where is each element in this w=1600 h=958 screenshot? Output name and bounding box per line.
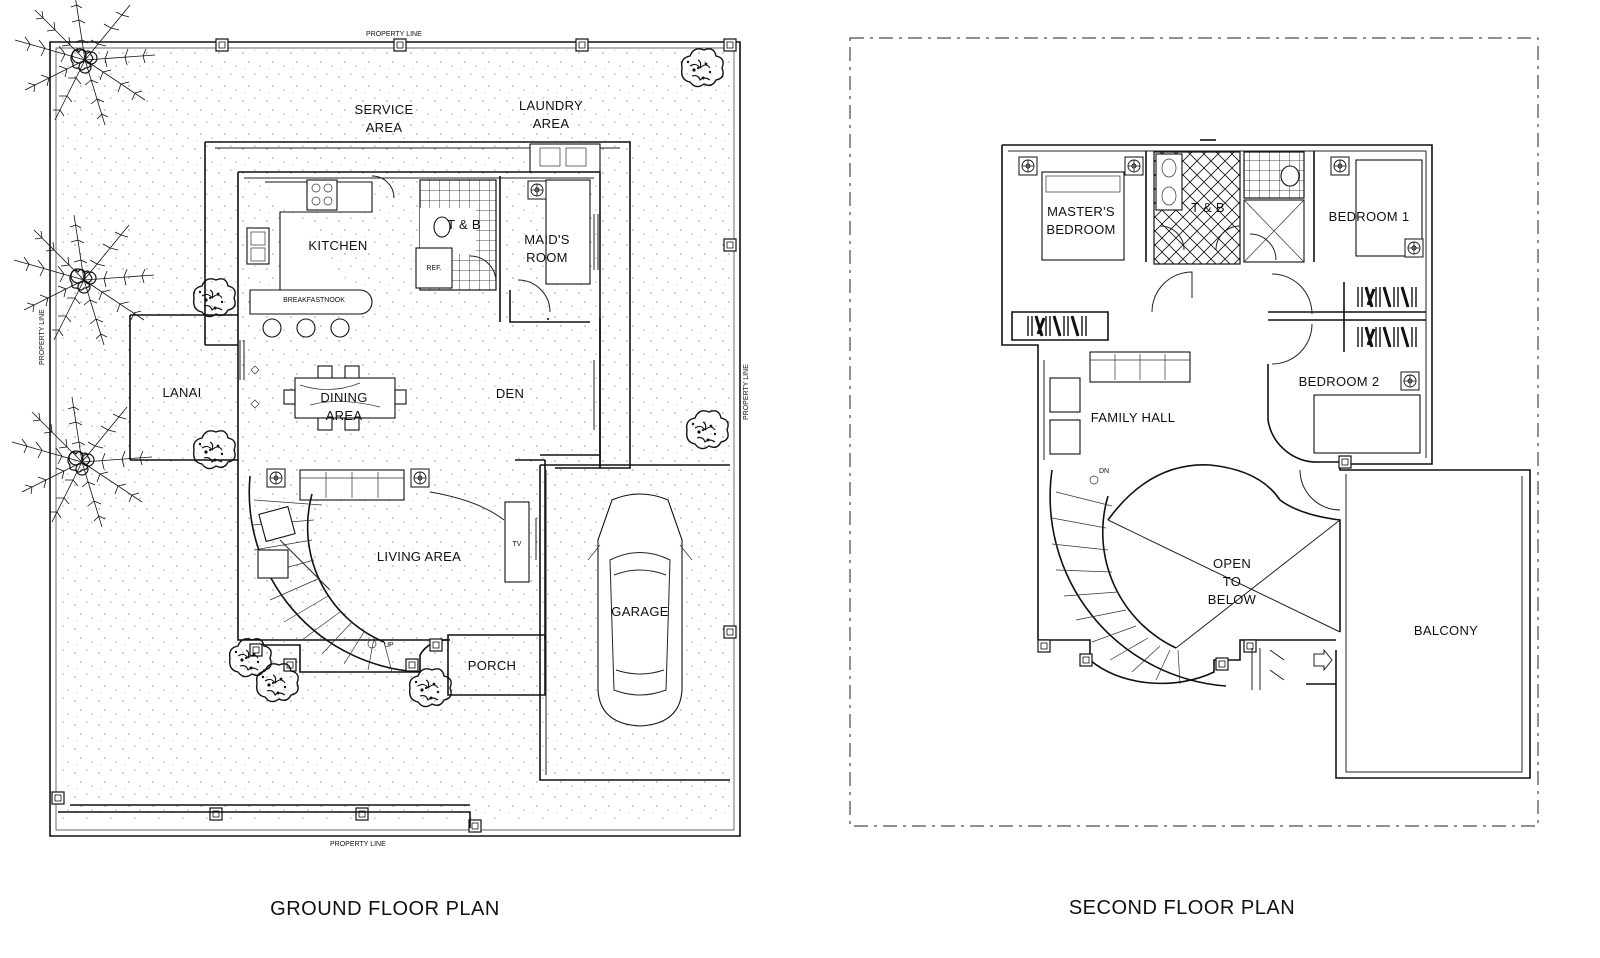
bedroom2-bed [1313, 394, 1421, 454]
parked-car [587, 493, 693, 727]
armchair-2 [257, 549, 289, 579]
laundry-area-label-2: AREA [533, 116, 570, 131]
den-wall-lamps [250, 365, 260, 409]
laundry-sink [529, 143, 601, 173]
living-area-label: LIVING AREA [377, 549, 461, 564]
open-to-below-label-2: TO [1223, 574, 1241, 589]
maids-bed [545, 179, 591, 285]
breakfast-nook-counter [249, 289, 373, 315]
refrigerator [415, 247, 453, 289]
property-line-label-top: PROPERTY LINE [366, 31, 422, 38]
maids-room-label-2: ROOM [526, 250, 568, 265]
stair-up-label: UP [384, 642, 394, 649]
kitchen-label: KITCHEN [308, 238, 367, 253]
service-area-label-1: SERVICE [355, 102, 414, 117]
nook-stools [262, 318, 350, 338]
tv-cabinet [504, 501, 530, 583]
bedroom2-closet [1356, 325, 1418, 349]
dining-area-label-2: AREA [326, 408, 363, 423]
master-closet [1026, 314, 1088, 338]
second-property-line [849, 37, 1539, 827]
balcony-label: BALCONY [1414, 623, 1478, 638]
service-area-label-2: AREA [366, 120, 403, 135]
ground-floor-plan: PROPERTY LINE PROPERTY LINE PROPERTY LIN… [11, 0, 750, 920]
porch-label: PORCH [468, 658, 516, 673]
property-line-label-bottom: PROPERTY LINE [330, 841, 386, 848]
garage-label: GARAGE [611, 604, 668, 619]
second-tb-label: T & B [1191, 200, 1225, 215]
maids-room-label-1: MAID'S [524, 232, 569, 247]
tv-label: TV [513, 541, 522, 548]
laundry-area-label-1: LAUNDRY [519, 98, 583, 113]
ground-property-line [49, 41, 741, 837]
master-bed [1041, 171, 1125, 261]
ground-floor-title: GROUND FLOOR PLAN [270, 898, 500, 920]
second-curved-stair [1049, 469, 1227, 687]
kitchen-stove [306, 179, 338, 211]
open-to-below-label-1: OPEN [1213, 556, 1251, 571]
kitchen-sink [246, 227, 270, 265]
second-floor-plan: MASTER'S BEDROOM T & B BEDROOM 1 BEDROOM… [849, 37, 1539, 919]
family-chair-1 [1049, 377, 1081, 413]
stair-down-label: DN [1099, 468, 1109, 475]
ground-tb-label: T & B [447, 217, 481, 232]
den-label: DEN [496, 386, 524, 401]
family-hall-label: FAMILY HALL [1091, 410, 1175, 425]
masters-bedroom-label-1: MASTER'S [1047, 204, 1115, 219]
lanai-label: LANAI [162, 385, 201, 400]
family-chair-2 [1049, 419, 1081, 455]
armchair-1 [258, 505, 296, 543]
breakfast-nook-label: BREAKFASTNOOK [283, 297, 345, 304]
dining-area-label-1: DINING [320, 390, 367, 405]
bedroom-2-label: BEDROOM 2 [1299, 374, 1380, 389]
open-to-below-label-3: BELOW [1208, 592, 1257, 607]
second-floor-title: SECOND FLOOR PLAN [1069, 897, 1295, 919]
bedroom-1-label: BEDROOM 1 [1329, 209, 1410, 224]
property-line-label-left: PROPERTY LINE [39, 309, 46, 365]
masters-bedroom-label-2: BEDROOM [1046, 222, 1115, 237]
bedroom1-closet [1356, 285, 1418, 309]
property-line-label-right: PROPERTY LINE [743, 364, 750, 420]
garage-walls [539, 464, 730, 781]
ref-label: REF. [426, 265, 441, 272]
